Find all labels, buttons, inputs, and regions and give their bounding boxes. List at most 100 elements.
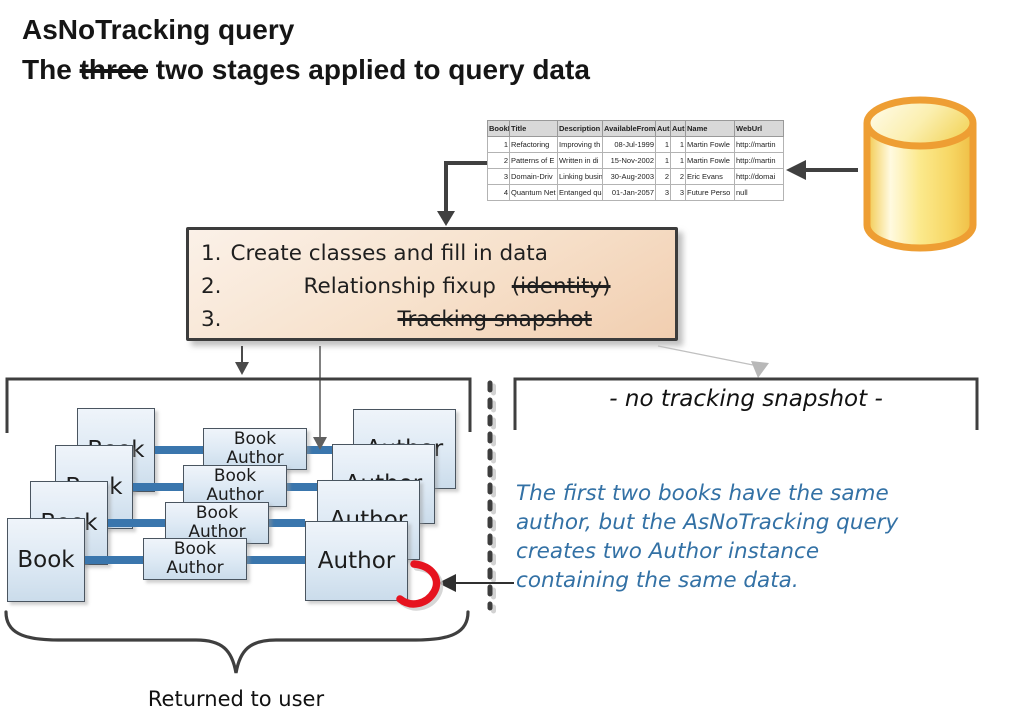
book-author-line1: Book: [195, 503, 239, 523]
table-cell: http://domai: [734, 168, 784, 185]
book-author-line2: Author: [188, 522, 246, 542]
stage-arrow-3-line: [657, 345, 754, 366]
table-cell: 3: [670, 184, 686, 201]
db-to-table-arrowhead-icon: [786, 160, 806, 180]
book-author-line2: Author: [206, 485, 264, 505]
column-header: AutI: [655, 120, 671, 137]
title-line1: AsNoTracking query: [22, 14, 295, 45]
table-cell: http://martin: [734, 152, 784, 169]
stage-2-text: Relationship fixup: [303, 274, 496, 299]
no-tracking-snapshot-label: - no tracking snapshot -: [609, 386, 883, 412]
table-cell: Patterns of E: [509, 152, 558, 169]
book-author-line1: Book: [173, 539, 217, 559]
book-bookauthor-connector-1: [155, 446, 203, 454]
bookauthor-author-connector-3: [267, 519, 305, 527]
author-label: Author: [317, 548, 396, 574]
note-line: creates two Author instance: [516, 539, 820, 564]
stage-3-number: 3.: [201, 307, 222, 332]
column-header: BookI: [487, 120, 510, 137]
table-cell: 15-Nov-2002: [602, 152, 656, 169]
stages-box: 1. Create classes and fill in data 2. Rela…: [186, 227, 678, 341]
database-top: [863, 96, 977, 150]
title-line2-after: two stages applied to query data: [148, 54, 590, 85]
book-box-4: Book: [7, 518, 85, 602]
database-body: [863, 123, 977, 252]
book-bookauthor-connector-2: [133, 483, 183, 491]
table-cell: 3: [487, 168, 510, 185]
stage-1-text: Create classes and fill in data: [230, 241, 548, 266]
returned-to-user-brace: [4, 610, 470, 674]
database-cylinder-icon: [863, 96, 977, 252]
book-author-line1: Book: [213, 466, 257, 486]
table-cell: 2: [655, 168, 671, 185]
stage-line-3: 3. Tracking snapshot: [201, 303, 663, 336]
stage-3-struck-text: Tracking snapshot: [397, 307, 592, 332]
table-cell: 30-Aug-2003: [602, 168, 656, 185]
stage-2-struck-text: (identity): [511, 274, 611, 299]
table-cell: Refactoring: [509, 136, 558, 153]
explanation-note: The first two books have the same author…: [516, 479, 898, 595]
book-bookauthor-connector-3: [108, 519, 165, 527]
stage-line-1: 1. Create classes and fill in data: [201, 237, 663, 270]
table-cell: http://martin: [734, 136, 784, 153]
table-cell: 2: [487, 152, 510, 169]
table-cell: Improving th: [557, 136, 603, 153]
table-cell: Eric Evans: [685, 168, 735, 185]
title-line2: The three two stages applied to query da…: [22, 50, 590, 90]
stage-line-2: 2. Relationship fixup (identity): [201, 270, 663, 303]
table-cell: Domain-Driv: [509, 168, 558, 185]
stage-arrow-3-head-icon: [751, 361, 769, 378]
hook-pointer-arrowhead-icon: [438, 574, 456, 592]
book-author-line1: Book: [233, 429, 277, 449]
bookauthor-author-connector-1: [307, 446, 333, 454]
stage-2-number: 2.: [201, 274, 222, 299]
author-box-4: Author: [305, 521, 408, 601]
table-cell: 08-Jul-1999: [602, 136, 656, 153]
title-line2-before: The: [22, 54, 80, 85]
column-header: WebUrl: [734, 120, 784, 137]
table-cell: null: [734, 184, 784, 201]
table-cell: 2: [670, 168, 686, 185]
page-title: AsNoTracking query The three two stages …: [22, 10, 590, 90]
table-cell: Entanged qua: [557, 184, 603, 201]
title-line2-struck-word: three: [79, 54, 149, 85]
note-line: containing the same data.: [516, 568, 799, 593]
table-cell: 1: [487, 136, 510, 153]
table-cell: Written in di: [557, 152, 603, 169]
column-header: Description: [557, 120, 603, 137]
table-cell: Linking busin: [557, 168, 603, 185]
table-cell: 1: [670, 136, 686, 153]
table-cell: 01-Jan-2057: [602, 184, 656, 201]
table-cell: 4: [487, 184, 510, 201]
stage-arrow-1-head-icon: [235, 362, 249, 375]
table-cell: Quantum Net: [509, 184, 558, 201]
bookauthor-author-connector-2: [287, 483, 317, 491]
red-hook-shadow: [399, 563, 444, 611]
stage-1-number: 1.: [201, 241, 222, 266]
table-to-stages-arrow-line: [444, 161, 487, 212]
book-author-line2: Author: [226, 448, 284, 468]
column-header: Title: [509, 120, 558, 137]
table-cell: 3: [655, 184, 671, 201]
table-cell: 1: [655, 152, 671, 169]
column-header: AvailableFrom: [602, 120, 656, 137]
note-line: author, but the AsNoTracking query: [516, 510, 899, 535]
table-cell: Martin Fowle: [685, 136, 735, 153]
column-header: Name: [685, 120, 735, 137]
book-bookauthor-connector-4: [85, 556, 143, 564]
